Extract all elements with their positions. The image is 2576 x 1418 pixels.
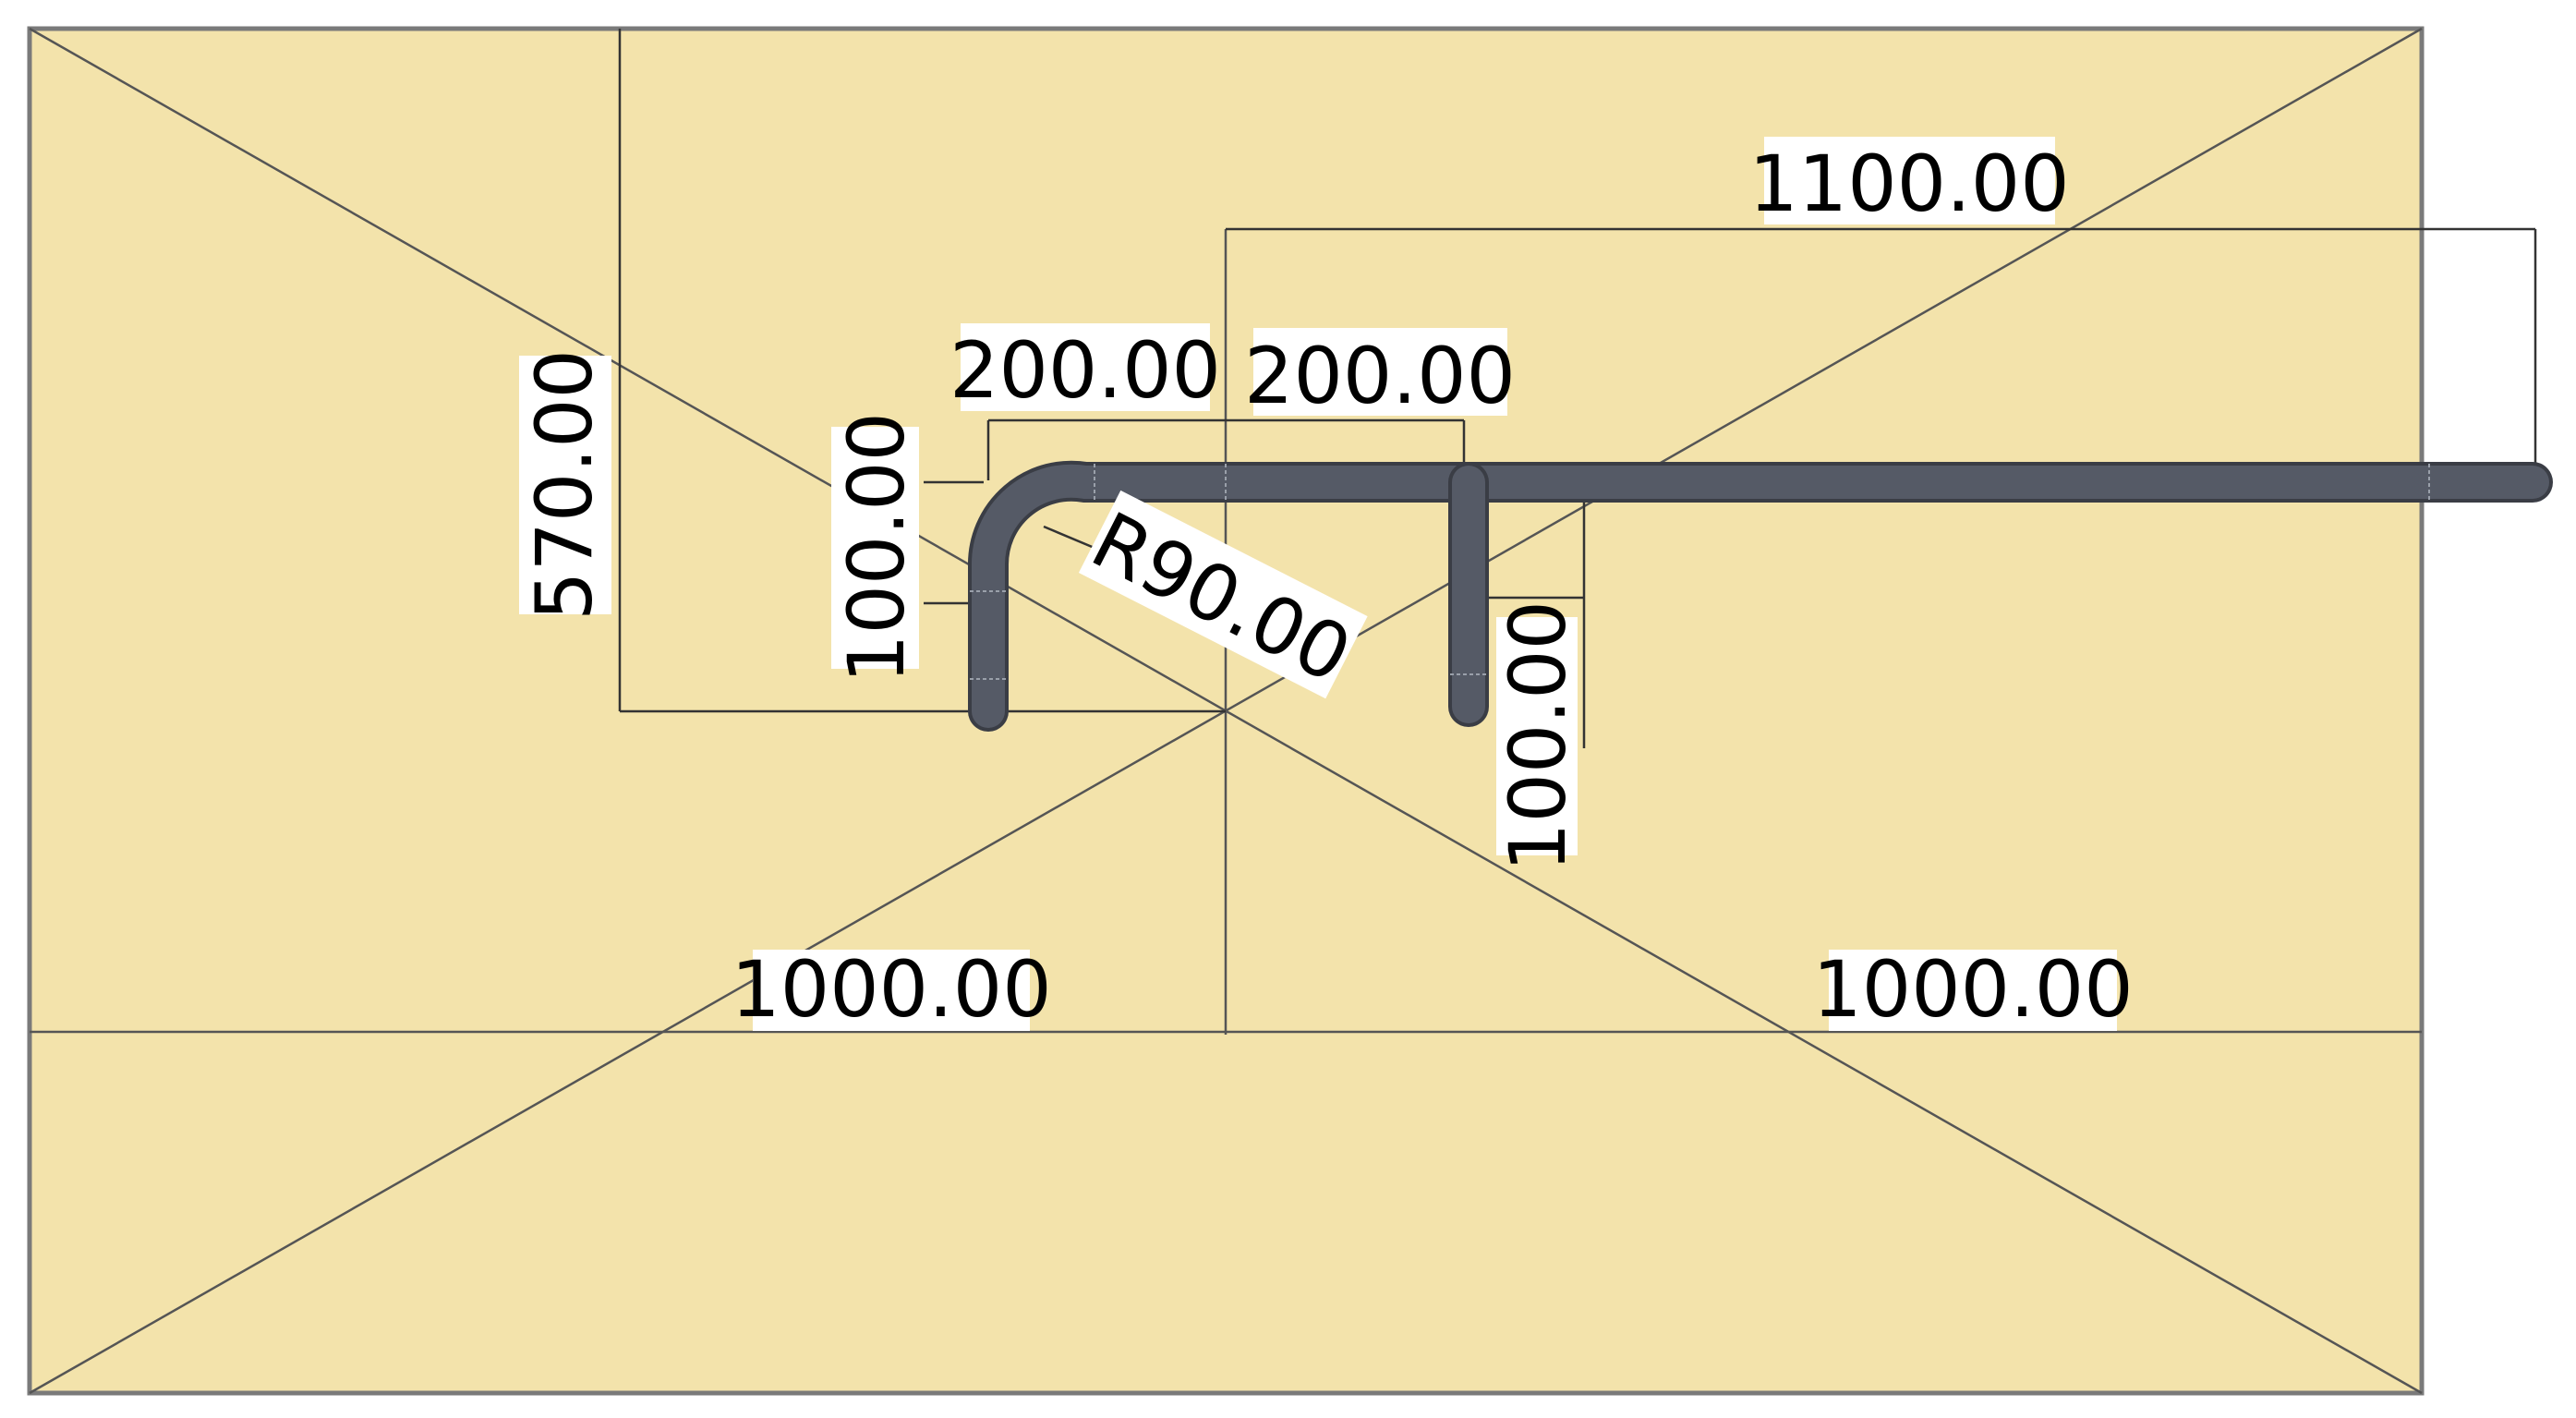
dim-label-200-b: 200.00 [1244, 328, 1516, 421]
dim-label-100-right: 100.00 [1493, 600, 1583, 872]
dim-text-570: 570.00 [519, 349, 610, 621]
dim-label-200-a: 200.00 [949, 323, 1221, 416]
dim-label-1000-right: 1000.00 [1812, 944, 2133, 1035]
dim-text-200-b: 200.00 [1244, 331, 1516, 421]
dim-text-1000-right: 1000.00 [1812, 944, 2133, 1035]
dim-label-1100: 1100.00 [1748, 137, 2070, 229]
dim-text-1000-left: 1000.00 [731, 944, 1051, 1035]
dim-label-100-left: 100.00 [831, 412, 922, 684]
dim-text-1100: 1100.00 [1748, 139, 2069, 229]
dim-label-570: 570.00 [519, 349, 611, 621]
dim-label-1000-left: 1000.00 [731, 944, 1051, 1035]
dim-text-100-right: 100.00 [1493, 600, 1583, 872]
pipe-main-run-fill [971, 464, 2549, 728]
dim-text-100-left: 100.00 [831, 412, 922, 684]
dim-text-200-a: 200.00 [949, 325, 1221, 416]
